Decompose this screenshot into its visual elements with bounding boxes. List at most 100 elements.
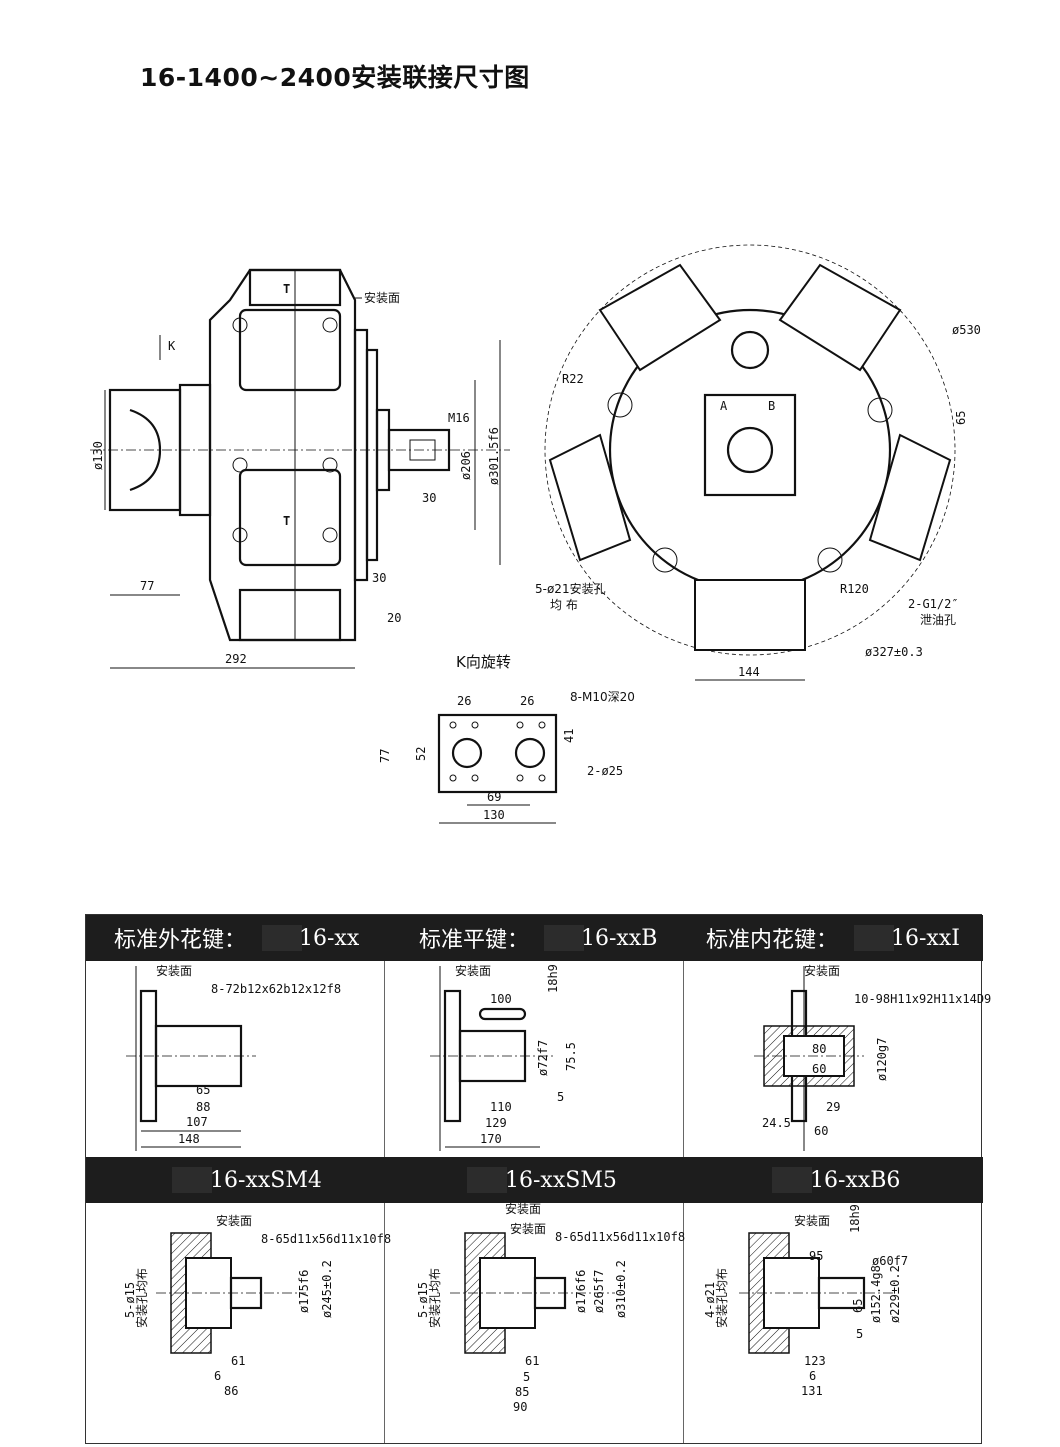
table-header-row-2: 16-xxSM4 16-xxSM5 16-xxB6 <box>86 1157 983 1203</box>
k-arrow-label: K <box>168 339 176 353</box>
c1-d88: 88 <box>196 1100 210 1114</box>
cell-16-xxsm4: 安装面 8-65d11x56d11x10f8 5-ø15 安装孔均布 ø175f… <box>86 1203 391 1443</box>
r120-label: R120 <box>840 582 869 596</box>
header-code-3: 16-xxI <box>891 925 960 951</box>
c4-face: 安装面 <box>216 1213 252 1228</box>
front-view-drawing: A B ø530 R22 65 5-ø21安装孔 均 布 R120 2-G1/2… <box>535 244 981 681</box>
c3-d29: 29 <box>826 1100 840 1114</box>
phi301-label: ø301.5f6 <box>487 427 501 485</box>
c4-phi245: ø245±0.2 <box>320 1260 334 1318</box>
header2-code-2: 16-xxSM5 <box>505 1167 617 1193</box>
shaft-options-table: 标准外花键： 16-xx 标准平键： 16-xxB 标准内花键： 16-xxI … <box>85 914 991 1444</box>
page-title: 16-1400~2400安装联接尺寸图 <box>140 63 530 92</box>
dim-20: 20 <box>387 611 401 625</box>
c5-spec: 8-65d11x56d11x10f8 <box>555 1230 685 1244</box>
phi25-label: 2-ø25 <box>587 764 623 778</box>
c6-d6: 6 <box>809 1369 816 1383</box>
dim-292: 292 <box>225 652 247 666</box>
header-code-2: 16-xxB <box>581 925 658 951</box>
k-rotate-label: K向旋转 <box>456 653 511 671</box>
c3-d24: 24.5 <box>762 1116 791 1130</box>
header2-code-1: 16-xxSM4 <box>210 1167 322 1193</box>
header-name-3: 标准内花键： <box>706 928 839 953</box>
c4-d86: 86 <box>224 1384 238 1398</box>
r22-label: R22 <box>562 372 584 386</box>
c6-d5: 5 <box>856 1327 863 1341</box>
c6-d123: 123 <box>804 1354 826 1368</box>
phi130-label: ø130 <box>91 441 105 470</box>
drain-label: 泄油孔 <box>920 613 956 627</box>
dim-69: 69 <box>487 790 501 804</box>
m16-label: M16 <box>448 411 470 425</box>
header-name-2: 标准平键： <box>419 928 530 953</box>
c5-face2: 安装面 <box>510 1221 546 1236</box>
c6-d65: 65 <box>851 1299 865 1313</box>
c5-d85: 85 <box>515 1385 529 1399</box>
c2-d129: 129 <box>485 1116 507 1130</box>
dim-26a: 26 <box>457 694 471 708</box>
c5-d5: 5 <box>523 1370 530 1384</box>
holes-label: 5-ø21安装孔 <box>535 581 606 596</box>
c5-face1: 安装面 <box>505 1201 541 1216</box>
c6-holes: 4-ø21 <box>703 1282 717 1318</box>
c5-holes2: 安装孔均布 <box>427 1268 442 1328</box>
cell-16-xxsm5: 安装面 安装面 8-65d11x56d11x10f8 5-ø15 安装孔均布 ø… <box>385 1201 685 1443</box>
c4-holes: 5-ø15 <box>123 1282 137 1318</box>
c3-d60: 60 <box>812 1062 826 1076</box>
c1-spec: 8-72b12x62b12x12f8 <box>211 982 341 996</box>
c3-spec: 10-98H11x92H11x14D9 <box>854 992 991 1006</box>
cell-16-xx: 安装面 8-72b12x62b12x12f8 65 88 107 148 <box>86 961 385 1157</box>
header-name-1: 标准外花键： <box>114 928 247 953</box>
c6-h9: 18h9 <box>848 1204 862 1233</box>
c5-f6: ø176f6 <box>574 1270 588 1313</box>
c2-face: 安装面 <box>455 963 491 978</box>
table-header-row-1: 标准外花键： 16-xx 标准平键： 16-xxB 标准内花键： 16-xxI <box>86 915 983 961</box>
m10-label: 8-M10深20 <box>570 690 635 704</box>
c6-face: 安装面 <box>794 1213 830 1228</box>
c2-d110: 110 <box>490 1100 512 1114</box>
c3-d80: 80 <box>812 1042 826 1056</box>
c6-holes2: 安装孔均布 <box>714 1268 729 1328</box>
svg-text:T: T <box>283 514 290 528</box>
c3-face: 安装面 <box>804 963 840 978</box>
c5-phi310: ø310±0.2 <box>614 1260 628 1318</box>
dim-41: 41 <box>562 729 576 743</box>
dim-144: 144 <box>738 665 760 679</box>
header-code-1: 16-xx <box>299 925 360 951</box>
dim-130: 130 <box>483 808 505 822</box>
c2-f7: ø72f7 <box>536 1040 550 1076</box>
c4-d6: 6 <box>214 1369 221 1383</box>
c3-g7: ø120g7 <box>875 1038 889 1081</box>
c2-d75: 75.5 <box>564 1042 578 1071</box>
c6-d131: 131 <box>801 1384 823 1398</box>
dim-30b: 30 <box>372 571 386 585</box>
c5-holes: 5-ø15 <box>416 1282 430 1318</box>
c6-f7: ø60f7 <box>872 1254 908 1268</box>
g12-label: 2-G1/2″ <box>908 597 959 611</box>
c3-d60b: 60 <box>814 1124 828 1138</box>
c6-d95: 95 <box>809 1249 823 1263</box>
phi327-label: ø327±0.3 <box>865 645 923 659</box>
port-a-label: A <box>720 399 728 413</box>
cell-16-xxb6: 安装面 18h9 95 ø60f7 65 ø152.4g8 ø229±0.2 5… <box>684 1203 983 1443</box>
mount-face-label: 安装面 <box>364 290 400 305</box>
phi206-label: ø206 <box>459 451 473 480</box>
c5-d61: 61 <box>525 1354 539 1368</box>
c5-f7: ø265f7 <box>592 1270 606 1313</box>
dim-52: 52 <box>414 747 428 761</box>
side-view-drawing: T T 安装面 K ø130 M16 ø206 ø301.5f6 30 30 2… <box>90 268 510 669</box>
bolt-icon <box>232 317 338 543</box>
header2-code-3: 16-xxB6 <box>810 1167 901 1193</box>
c5-d90: 90 <box>513 1400 527 1414</box>
dim-26b: 26 <box>520 694 534 708</box>
cell-16-xxb: 安装面 100 18h9 ø72f7 75.5 5 110 129 170 <box>385 961 684 1157</box>
cell-16-xxi: 安装面 10-98H11x92H11x14D9 80 60 ø120g7 29 … <box>684 961 991 1157</box>
dim-30a: 30 <box>422 491 436 505</box>
c2-d100: 100 <box>490 992 512 1006</box>
c2-d170: 170 <box>480 1132 502 1146</box>
svg-text:T: T <box>283 282 290 296</box>
c1-d148: 148 <box>178 1132 200 1146</box>
c4-f6: ø175f6 <box>297 1270 311 1313</box>
phi530-label: ø530 <box>952 323 981 337</box>
dim-77: 77 <box>140 579 154 593</box>
